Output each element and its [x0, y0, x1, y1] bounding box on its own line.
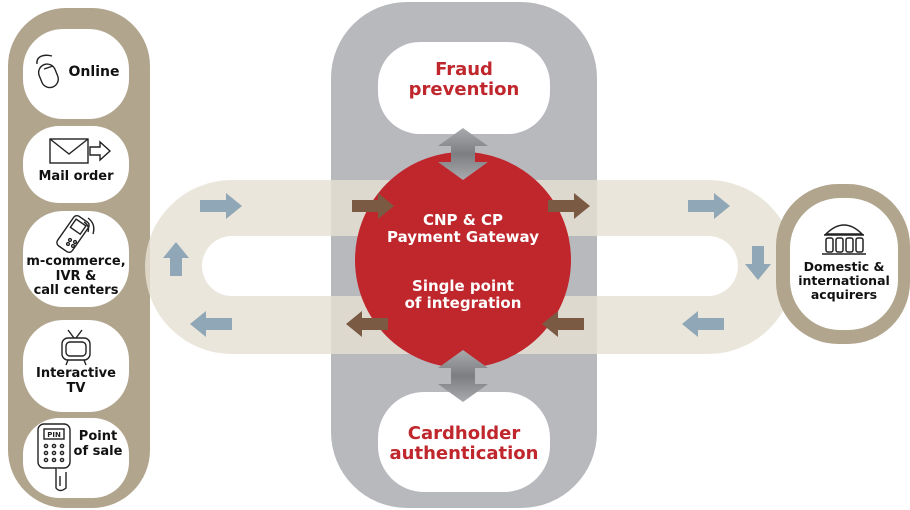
gateway-circle — [355, 152, 571, 368]
loop-arrow-right-down — [745, 246, 771, 280]
pos-pin-label: PIN — [47, 431, 61, 439]
channel-label-m-commerce: m-commerce, IVR & call centers — [26, 254, 126, 299]
loop-arrow-bottom-4 — [682, 311, 724, 337]
tv-icon — [61, 329, 91, 366]
bank-building-icon — [822, 224, 866, 255]
cardholder-box — [378, 392, 550, 492]
mouse-icon — [36, 54, 59, 89]
channel-box-online — [23, 29, 129, 119]
channel-box-point-of-sale — [23, 418, 129, 498]
envelope-icon — [49, 138, 112, 164]
cardholder-authentication-label: Cardholder authentication — [389, 423, 539, 465]
acquirers-label: Domestic & international acquirers — [798, 259, 890, 302]
loop-arrow-top-3 — [548, 193, 590, 219]
fraud-prevention-label: Fraud prevention — [408, 59, 520, 101]
loop-arrow-bottom-3 — [542, 311, 584, 337]
fraud-box — [378, 42, 550, 134]
channel-label-online: Online — [68, 64, 120, 80]
channel-label-point-of-sale: Point of sale — [73, 429, 123, 459]
channel-box-m-commerce — [23, 211, 129, 307]
acquirers-box — [790, 198, 898, 330]
gateway-subtitle: Single point of integration — [404, 277, 522, 312]
channel-box-interactive-tv — [23, 320, 129, 412]
channel-label-mail-order: Mail order — [38, 169, 114, 184]
loop-arrow-top-2 — [352, 193, 394, 219]
pos-terminal-icon — [37, 423, 71, 492]
channel-label-interactive-tv: Interactive TV — [36, 366, 116, 396]
gateway-title: CNP & CP Payment Gateway — [387, 211, 539, 246]
transaction-loop — [145, 180, 795, 354]
loop-arrow-left-up — [163, 242, 189, 276]
channel-box-mail-order — [23, 126, 129, 203]
fraud-double-arrow — [438, 128, 488, 180]
cardholder-double-arrow — [438, 350, 488, 402]
loop-arrow-bottom-1 — [190, 311, 232, 337]
loop-arrow-top-1 — [200, 193, 242, 219]
loop-arrow-bottom-2 — [346, 311, 388, 337]
loop-arrow-top-4 — [688, 193, 730, 219]
mobile-phone-icon — [56, 214, 95, 254]
